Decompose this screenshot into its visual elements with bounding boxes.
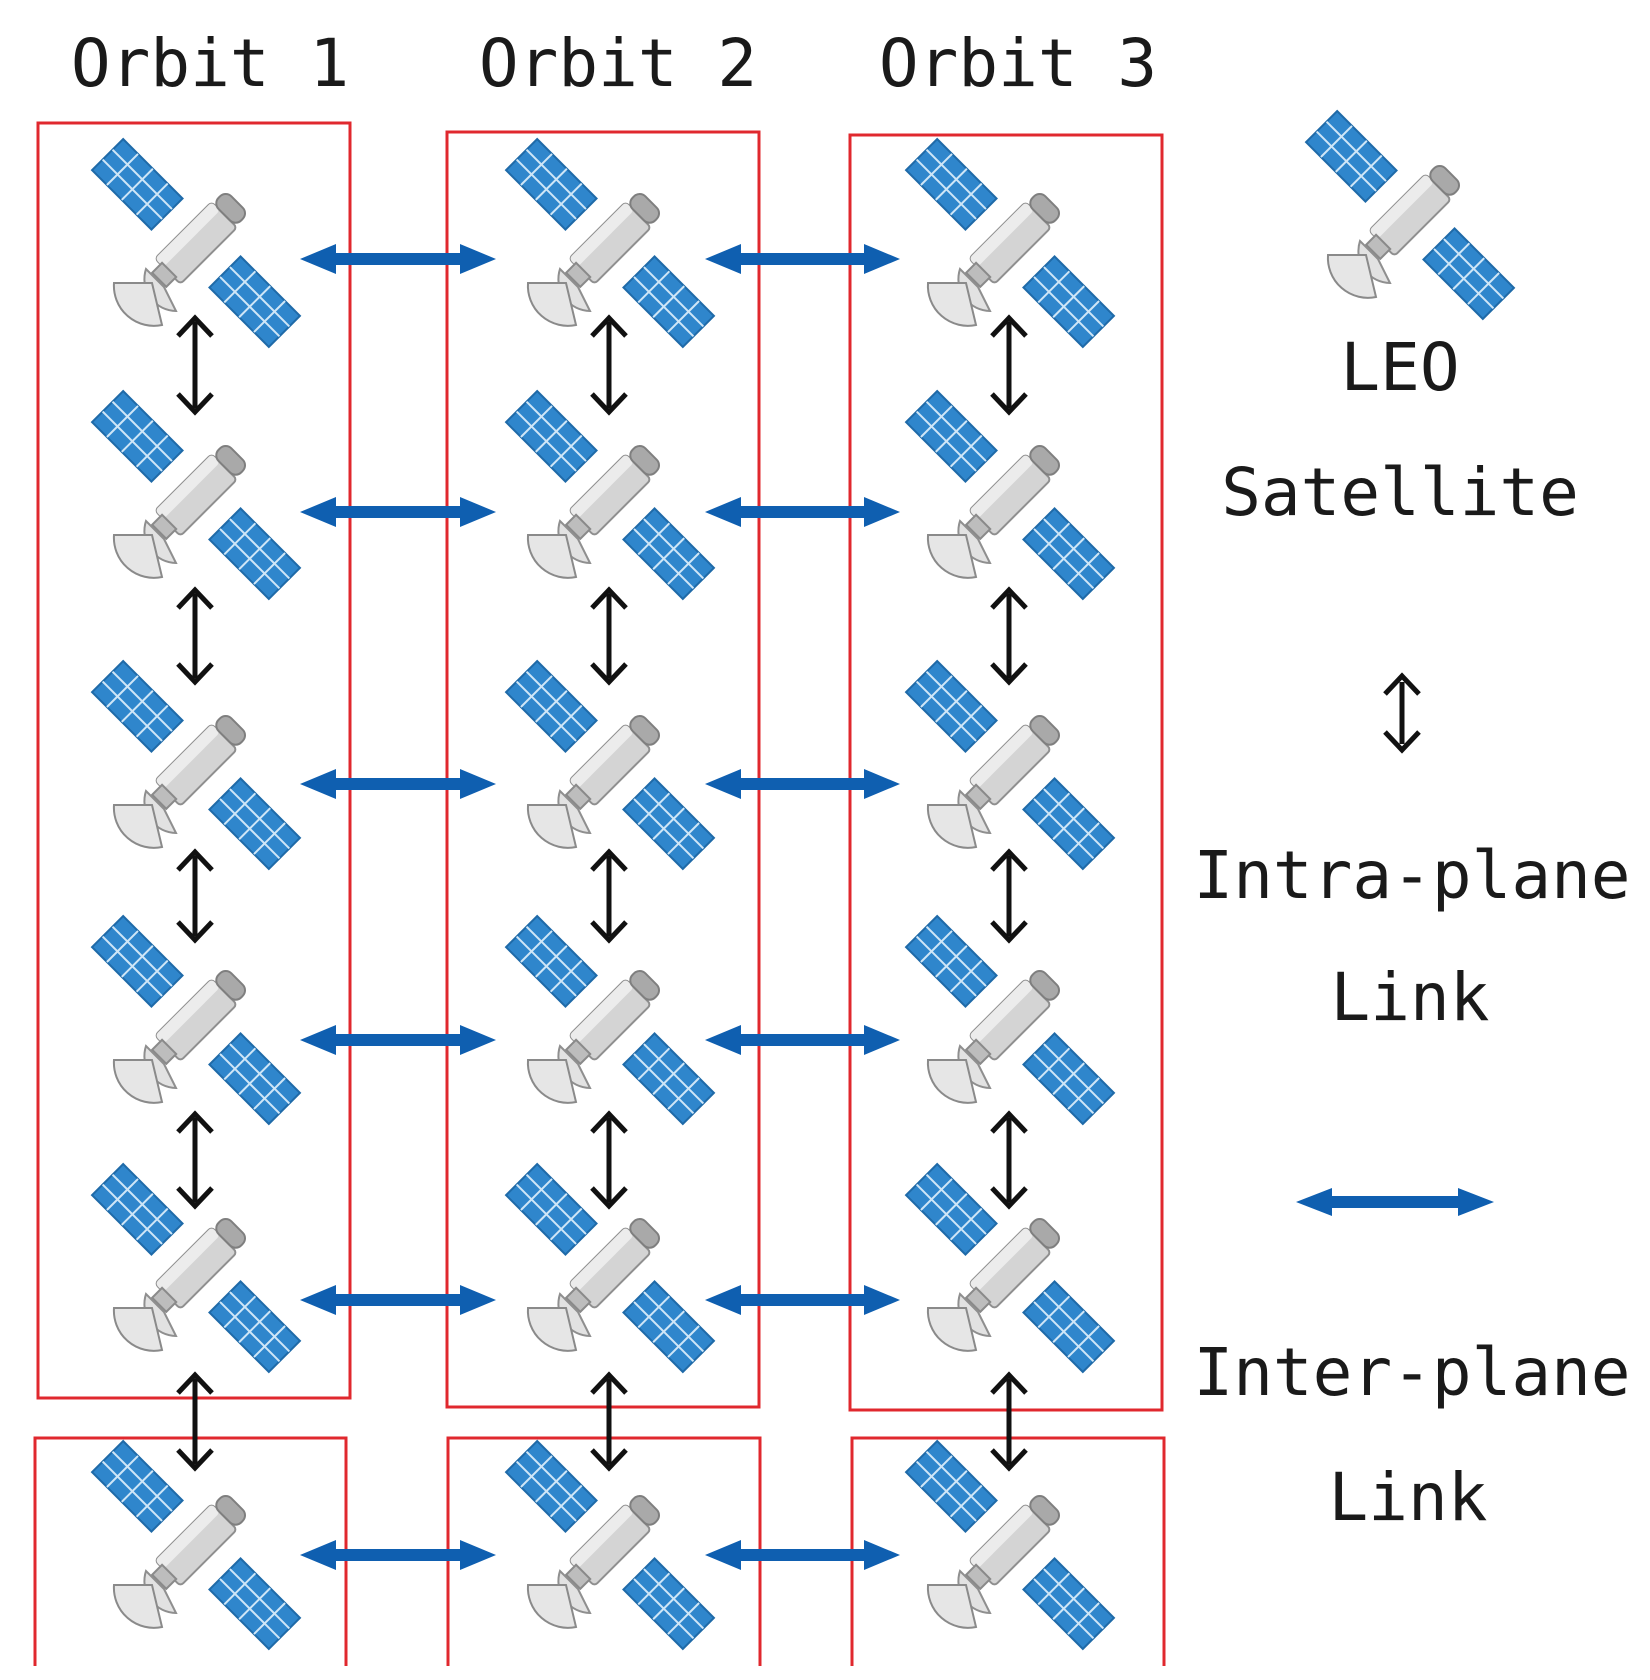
inter-plane-link-row-6-2: [705, 1540, 900, 1570]
inter-plane-link-row-5-2: [705, 1285, 900, 1315]
inter-plane-link-row-2-1: [300, 497, 496, 527]
legend-intra-plane-label-line1: Intra-plane: [1193, 837, 1630, 914]
intra-plane-link-orbit-3-5: [990, 1371, 1028, 1472]
intra-plane-link-orbit-2-4: [590, 1110, 628, 1210]
intra-plane-link-orbit-1-4: [176, 1110, 214, 1210]
legend-intra-plane-label-line2: Link: [1331, 959, 1490, 1036]
intra-plane-link-orbit-3-2: [990, 586, 1028, 686]
satellite-icon-orbit-1-2: [91, 390, 301, 600]
intra-plane-link-orbit-3-4: [990, 1110, 1028, 1210]
inter-plane-link-row-4-2: [705, 1025, 900, 1055]
inter-plane-link-row-5-1: [300, 1285, 496, 1315]
satellite-icon-orbit-2-4: [505, 915, 715, 1125]
inter-plane-link-row-4-1: [300, 1025, 496, 1055]
satellites-layer: [91, 138, 1115, 1650]
intra-plane-link-orbit-2-5: [590, 1371, 628, 1472]
inter-plane-link-row-1-2: [705, 244, 900, 274]
inter-plane-link-row-3-2: [705, 769, 900, 799]
intra-plane-link-orbit-1-2: [176, 586, 214, 686]
intra-plane-link-orbit-3-1: [990, 314, 1028, 416]
orbit-3-title: Orbit 3: [879, 25, 1157, 102]
satellite-icon-orbit-3-2: [905, 390, 1115, 600]
inter-plane-link-row-3-1: [300, 769, 496, 799]
legend-satellite-label-line2: Satellite: [1221, 454, 1579, 531]
satellite-icon-orbit-2-2: [505, 390, 715, 600]
orbit-1-title: Orbit 1: [71, 25, 349, 102]
intra-plane-link-orbit-2-3: [590, 848, 628, 944]
links-layer: [176, 244, 1028, 1570]
legend-satellite-icon: [1305, 110, 1515, 320]
intra-plane-link-orbit-3-3: [990, 848, 1028, 944]
intra-plane-link-orbit-2-1: [590, 314, 628, 416]
inter-plane-link-row-2-2: [705, 497, 900, 527]
satellite-icon-orbit-1-6: [91, 1440, 301, 1650]
orbit-3-box: [848, 133, 1164, 1412]
inter-plane-link-row-6-1: [300, 1540, 496, 1570]
satellite-icon-orbit-3-6: [905, 1440, 1115, 1650]
orbit-2-box: [445, 130, 761, 1409]
satellite-icon-orbit-3-3: [905, 660, 1115, 870]
legend-inter-plane-link-icon: [1296, 1188, 1494, 1216]
satellite-icon-orbit-2-3: [505, 660, 715, 870]
legend-inter-plane-label-line2: Link: [1329, 1459, 1488, 1536]
satellite-icon-orbit-1-3: [91, 660, 301, 870]
legend: LEO Satellite Intra-plane Link Inter-pla…: [1193, 110, 1631, 1536]
intra-plane-link-orbit-1-1: [176, 314, 214, 416]
intra-plane-link-orbit-1-5: [176, 1371, 214, 1472]
intra-plane-link-orbit-1-3: [176, 848, 214, 944]
intra-plane-link-orbit-2-2: [590, 586, 628, 686]
satellite-icon-orbit-1-4: [91, 915, 301, 1125]
orbit-2-title: Orbit 2: [479, 25, 757, 102]
inter-plane-link-row-1-1: [300, 244, 496, 274]
satellite-icon-orbit-2-6: [505, 1440, 715, 1650]
satellite-icon-orbit-3-4: [905, 915, 1115, 1125]
legend-inter-plane-label-line1: Inter-plane: [1193, 1334, 1630, 1411]
legend-intra-plane-link-icon: [1383, 672, 1421, 754]
legend-satellite-label-line1: LEO: [1340, 329, 1459, 406]
